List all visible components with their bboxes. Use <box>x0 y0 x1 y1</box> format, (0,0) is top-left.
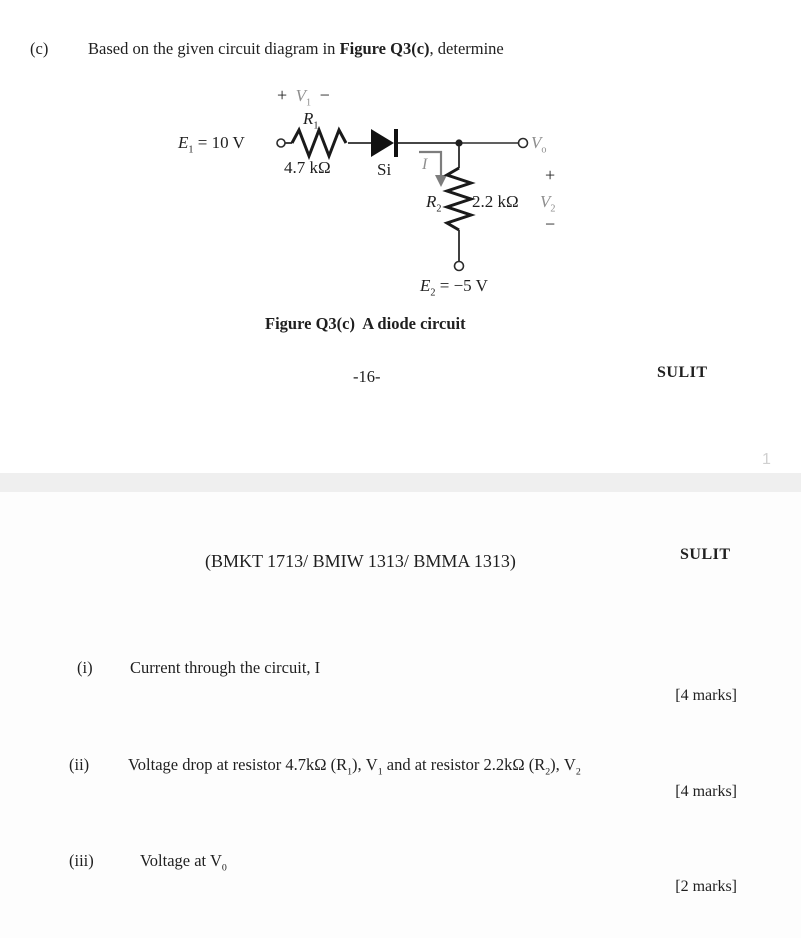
circuit-diagram <box>276 125 529 272</box>
current-label: I <box>422 156 428 173</box>
resistor-r1-icon <box>290 125 348 161</box>
r2-label: R2 <box>426 192 442 215</box>
prompt-pre: Based on the given circuit diagram in <box>88 39 340 58</box>
page-number: -16- <box>353 367 381 386</box>
diode-icon <box>371 129 394 157</box>
question-text-part: ), V <box>352 755 378 774</box>
subquestion-iii-text: Voltage at V0 <box>140 851 227 874</box>
current-arrow-icon <box>419 150 443 176</box>
subquestion-i-text: Current through the circuit, I <box>130 658 320 678</box>
v1-polarity-label: + V1 − <box>277 85 330 109</box>
vo-output-label: Vo <box>531 133 547 156</box>
page2-background <box>0 492 801 938</box>
v2-plus-sign: + <box>545 165 556 185</box>
r2-symbol: R <box>426 192 437 211</box>
subquestion-i-marks: [4 marks] <box>675 687 737 704</box>
question-text-part: ), V <box>550 755 576 774</box>
e2-subscript: 2 <box>430 287 436 299</box>
r2-value-label: 2.2 kΩ <box>472 192 519 211</box>
e1-value: = 10 V <box>193 133 245 152</box>
v1-plus-sign: + <box>277 85 288 105</box>
terminal-vo-icon <box>517 137 529 149</box>
question-text-subscript: 1 <box>347 766 353 778</box>
question-text-subscript: 2 <box>545 766 551 778</box>
terminal-e2-icon <box>453 260 465 272</box>
question-item-label: (c) <box>30 39 49 58</box>
question-text-subscript: 0 <box>221 862 227 874</box>
r1-subscript: 1 <box>313 120 319 132</box>
v2-label: V2 <box>540 192 556 215</box>
question-text-part: Voltage drop at resistor 4.7kΩ (R <box>128 755 348 774</box>
e1-source-label: E1 = 10 V <box>178 133 245 156</box>
e2-source-label: E2 = −5 V <box>420 276 488 299</box>
r2-subscript: 2 <box>436 203 442 215</box>
e2-symbol: E <box>420 276 431 295</box>
r1-label: R1 <box>303 109 319 132</box>
v2-symbol: V <box>540 192 551 211</box>
diode-material-label: Si <box>377 160 392 179</box>
viewer-page-indicator: 1 <box>762 451 771 468</box>
figure-caption: Figure Q3(c) A diode circuit <box>265 314 466 333</box>
question-text-subscript: 1 <box>377 766 383 778</box>
question-prompt: Based on the given circuit diagram in Fi… <box>88 39 504 59</box>
subquestion-ii-marks: [4 marks] <box>675 783 737 800</box>
sulit-stamp-page1: SULIT <box>657 364 708 381</box>
prompt-post: , determine <box>429 39 504 58</box>
current-arrowhead-icon <box>435 175 447 187</box>
v2-minus-sign: − <box>545 214 556 234</box>
r1-value-label: 4.7 kΩ <box>284 158 331 177</box>
v2-subscript: 2 <box>550 203 556 215</box>
r1-symbol: R <box>303 109 314 128</box>
junction-node-icon <box>455 139 463 147</box>
subquestion-ii-number: (ii) <box>69 755 90 774</box>
vo-subscript: o <box>541 144 547 156</box>
resistor-r2-icon <box>442 166 476 232</box>
question-text-part: Voltage at V <box>140 851 222 870</box>
course-codes: (BMKT 1713/ BMIW 1313/ BMMA 1313) <box>205 551 516 571</box>
e1-symbol: E <box>178 133 189 152</box>
page-gap-divider <box>0 473 801 492</box>
question-text-subscript: 2 <box>575 766 581 778</box>
sulit-stamp-page2: SULIT <box>680 546 731 563</box>
prompt-figure-ref: Figure Q3(c) <box>339 39 430 58</box>
question-text-part: and at resistor 2.2kΩ (R <box>382 755 546 774</box>
e1-subscript: 1 <box>188 144 194 156</box>
subquestion-iii-number: (iii) <box>69 851 94 870</box>
e2-value: = −5 V <box>435 276 488 295</box>
v1-subscript: 1 <box>306 97 312 109</box>
terminal-e1-icon <box>276 138 286 148</box>
subquestion-iii-marks: [2 marks] <box>675 878 737 895</box>
subquestion-i-number: (i) <box>77 658 93 677</box>
subquestion-ii-text: Voltage drop at resistor 4.7kΩ (R1), V1 … <box>128 755 581 778</box>
question-text-part: Current through the circuit, I <box>130 658 321 677</box>
v1-minus-sign: − <box>319 85 330 105</box>
vo-symbol: V <box>531 133 542 152</box>
v1-label: V <box>295 86 307 105</box>
